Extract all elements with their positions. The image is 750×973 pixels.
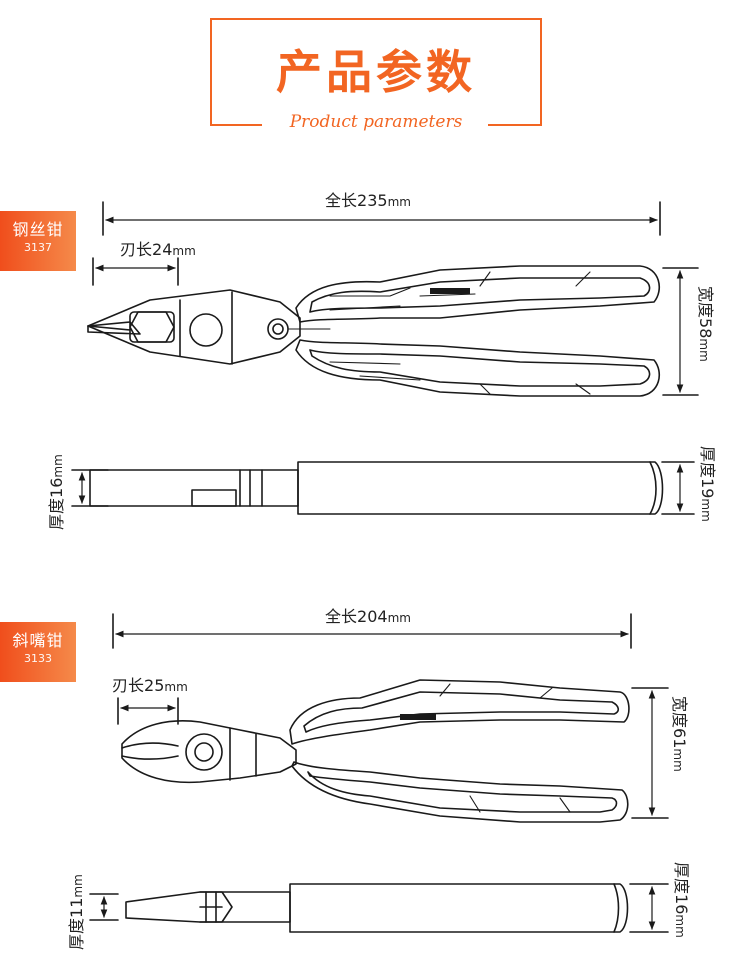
handle-thickness-label: 厚度16mm [672,862,691,938]
total-length-label: 全长204mm [325,607,411,626]
product-tag-3137: 钢丝钳 3137 [0,211,76,271]
combination-pliers-side-view [71,461,695,515]
page-title: 产品参数 [276,45,476,99]
title-frame-gap [262,114,488,134]
diagonal-pliers-top-view [112,613,669,823]
total-length-label: 全长235mm [325,191,411,210]
handle-thickness-label: 厚度19mm [698,446,717,522]
combination-pliers-top-view [87,201,699,397]
head-thickness-label: 厚度11mm [67,874,86,950]
width-label: 宽度58mm [696,286,715,362]
blade-length-label: 刃长24mm [120,240,196,259]
diagonal-pliers-side-view [89,883,669,933]
product-code: 3133 [24,652,52,665]
product-code: 3137 [24,241,52,254]
product-name: 钢丝钳 [12,220,64,239]
blade-length-label: 刃长25mm [112,676,188,695]
product-tag-3133: 斜嘴钳 3133 [0,622,76,682]
width-label: 宽度61mm [670,696,689,772]
product-name: 斜嘴钳 [12,631,64,650]
page-subtitle: Product parameters [289,112,463,132]
head-thickness-label: 厚度16mm [47,454,66,530]
